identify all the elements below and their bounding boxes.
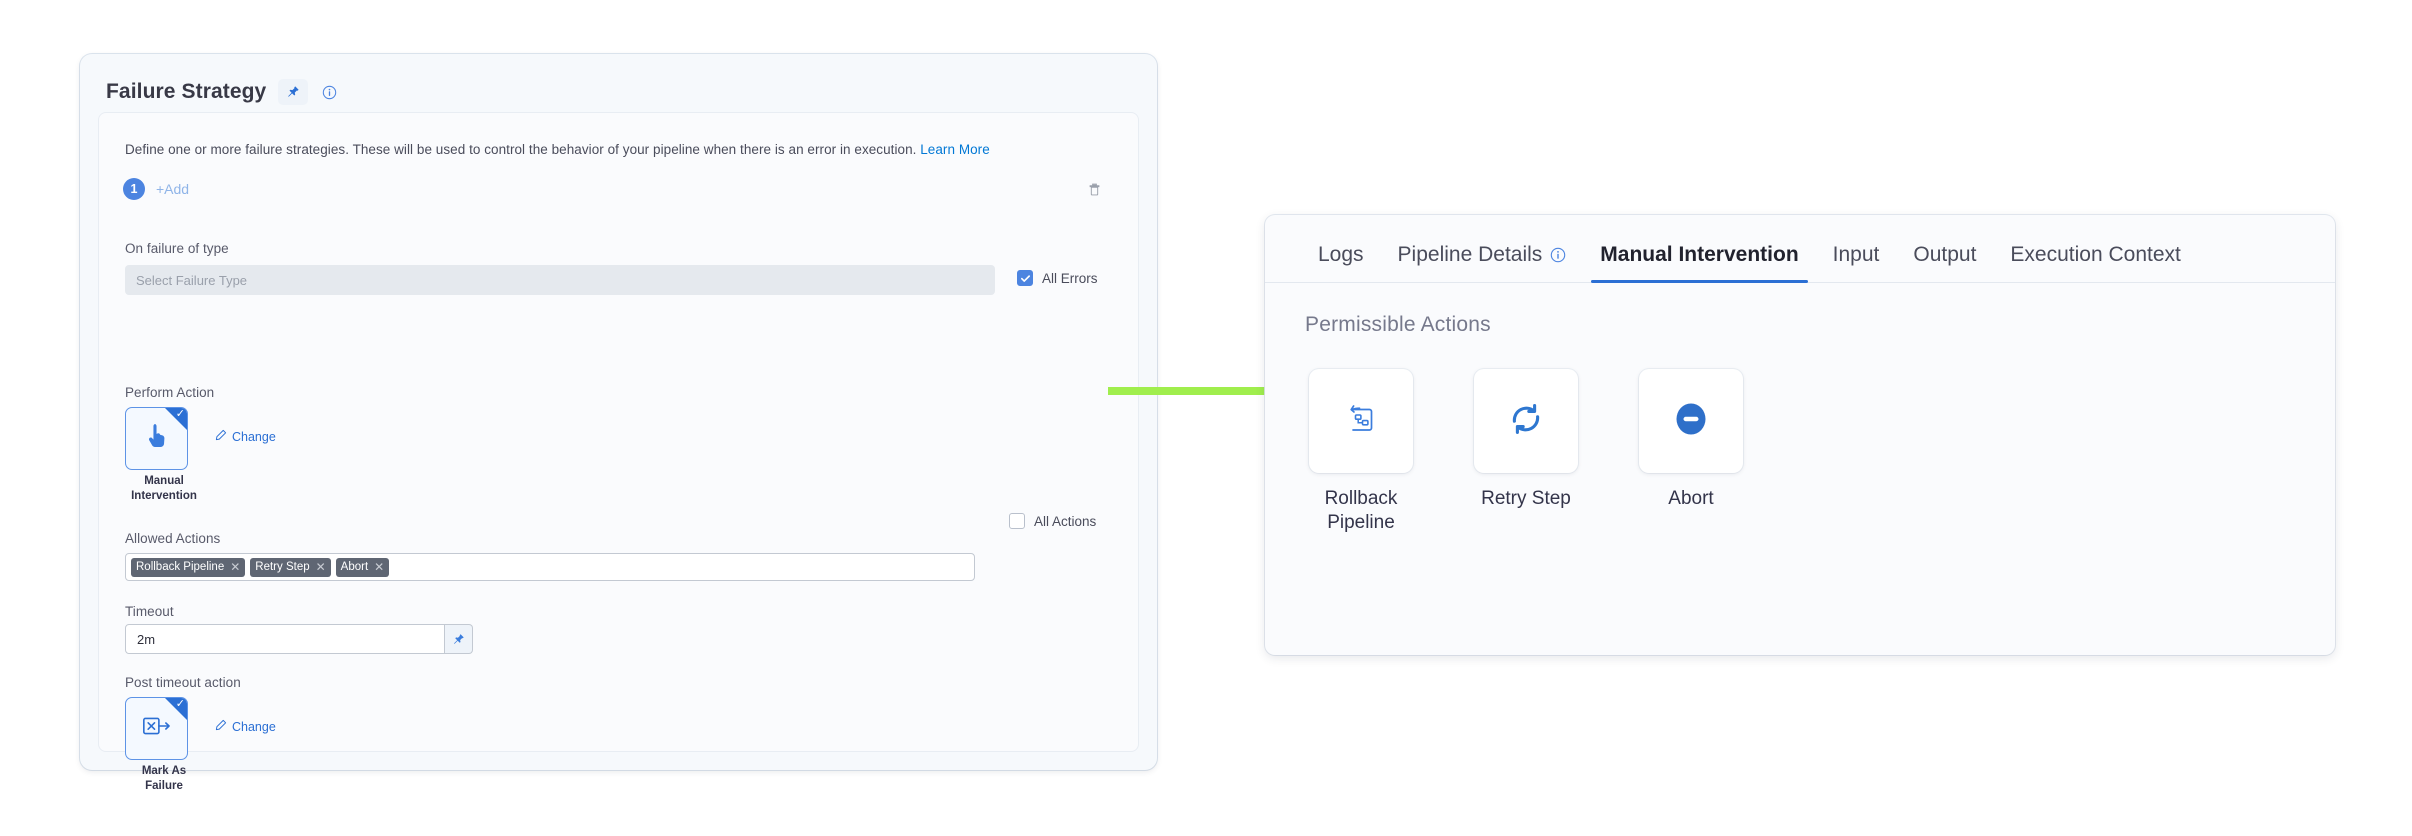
allowed-actions-label: Allowed Actions	[125, 531, 221, 546]
timeout-value: 2m	[137, 631, 156, 647]
close-icon[interactable]: ✕	[315, 560, 326, 574]
tab-label: Output	[1913, 243, 1977, 266]
manual-intervention-card[interactable]: ✓	[125, 407, 188, 470]
timeout-label: Timeout	[125, 604, 174, 619]
tab-label: Logs	[1318, 243, 1364, 266]
mark-as-failure-caption: Mark As Failure	[141, 765, 187, 793]
tab-label: Manual Intervention	[1600, 243, 1799, 266]
tab-pipeline-details[interactable]: Pipeline Details	[1381, 243, 1584, 282]
tab-label: Pipeline Details	[1397, 243, 1543, 266]
all-errors-label: All Errors	[1042, 270, 1098, 286]
failure-strategy-card: Failure Strategy Define one or more fail…	[80, 54, 1157, 792]
info-icon[interactable]	[1550, 247, 1566, 263]
strategy-index-badge[interactable]: 1	[123, 178, 145, 200]
selected-corner	[165, 698, 187, 720]
permissible-action-retry-step: Retry Step	[1474, 369, 1578, 536]
timeout-field-group: 2m	[125, 624, 473, 654]
tab-label: Input	[1832, 243, 1880, 266]
allowed-actions-input[interactable]: Rollback Pipeline ✕ Retry Step ✕ Abort ✕	[125, 553, 975, 581]
strategy-add-row: 1 +Add	[123, 178, 189, 200]
tab-manual-intervention[interactable]: Manual Intervention	[1583, 243, 1815, 283]
manual-intervention-pane: Permissible Actions	[1265, 283, 2335, 536]
pin-icon[interactable]	[445, 624, 473, 654]
abort-button[interactable]	[1639, 369, 1743, 473]
pencil-icon	[215, 719, 227, 734]
trash-icon[interactable]	[1084, 179, 1104, 199]
tab-execution-context[interactable]: Execution Context	[1993, 243, 2197, 282]
page-title: Failure Strategy	[106, 80, 267, 103]
failure-strategy-body: Define one or more failure strategies. T…	[98, 112, 1139, 792]
timeout-input[interactable]: 2m	[125, 624, 445, 654]
all-actions-checkbox-row[interactable]: All Actions	[1009, 513, 1096, 529]
description-sentence: Define one or more failure strategies. T…	[125, 142, 917, 157]
tab-label: Execution Context	[2010, 243, 2181, 266]
chip-abort[interactable]: Abort ✕	[335, 557, 390, 577]
mark-as-failure-icon	[141, 713, 173, 744]
rollback-pipeline-icon	[1344, 402, 1378, 441]
perform-action-label: Perform Action	[125, 385, 215, 400]
retry-step-icon	[1506, 399, 1546, 444]
close-icon[interactable]: ✕	[230, 560, 241, 574]
all-actions-checkbox[interactable]	[1009, 513, 1025, 529]
all-errors-checkbox-row[interactable]: All Errors	[1017, 270, 1098, 286]
rollback-pipeline-label: Rollback Pipeline	[1324, 488, 1398, 534]
pointing-hand-icon	[143, 421, 171, 456]
retry-step-label: Retry Step	[1481, 488, 1571, 509]
pencil-icon	[215, 429, 227, 444]
details-tab-bar: Logs Pipeline Details Manual Interventio…	[1265, 215, 2335, 283]
all-actions-label: All Actions	[1034, 513, 1097, 529]
on-failure-label: On failure of type	[125, 241, 229, 256]
change-perform-action-button[interactable]: Change	[215, 429, 276, 444]
chip-retry-step[interactable]: Retry Step ✕	[250, 557, 331, 577]
failure-type-select[interactable]: Select Failure Type	[125, 265, 995, 295]
tab-output[interactable]: Output	[1896, 243, 1993, 282]
abort-icon	[1671, 399, 1711, 444]
permissible-action-abort: Abort	[1639, 369, 1743, 536]
right-arrow-annotation	[1108, 378, 1338, 404]
failure-type-placeholder: Select Failure Type	[136, 272, 248, 288]
step-details-panel: Logs Pipeline Details Manual Interventio…	[1265, 215, 2335, 655]
mark-as-failure-card[interactable]: ✓	[125, 697, 188, 760]
post-timeout-action-group: ✓ Mark As Failure	[125, 697, 276, 792]
chip-label: Abort	[340, 561, 369, 573]
tab-logs[interactable]: Logs	[1301, 243, 1381, 282]
perform-action-group: ✓ Manual Intervention Change	[125, 407, 276, 502]
pin-icon[interactable]	[278, 79, 309, 105]
learn-more-link[interactable]: Learn More	[920, 142, 990, 157]
selected-corner	[165, 408, 187, 430]
post-timeout-label: Post timeout action	[125, 675, 241, 690]
change-label: Change	[232, 719, 276, 734]
chip-rollback-pipeline[interactable]: Rollback Pipeline ✕	[131, 557, 246, 577]
manual-intervention-caption: Manual Intervention	[131, 475, 197, 503]
close-icon[interactable]: ✕	[374, 560, 385, 574]
info-icon[interactable]	[320, 83, 338, 101]
permissible-action-rollback-pipeline: Rollback Pipeline	[1309, 369, 1413, 536]
retry-step-button[interactable]	[1474, 369, 1578, 473]
chip-label: Rollback Pipeline	[136, 561, 225, 573]
change-label: Change	[232, 429, 276, 444]
add-strategy-button[interactable]: +Add	[156, 181, 190, 197]
failure-strategy-header: Failure Strategy	[80, 54, 1157, 112]
chip-label: Retry Step	[255, 561, 310, 573]
description-text: Define one or more failure strategies. T…	[125, 142, 990, 157]
check-icon: ✓	[175, 408, 185, 420]
check-icon: ✓	[175, 698, 185, 710]
tab-input[interactable]: Input	[1816, 243, 1897, 282]
permissible-actions-grid: Rollback Pipeline Retry S	[1305, 369, 2295, 536]
rollback-pipeline-button[interactable]	[1309, 369, 1413, 473]
all-errors-checkbox[interactable]	[1017, 270, 1033, 286]
permissible-actions-heading: Permissible Actions	[1305, 313, 1491, 336]
abort-label: Abort	[1668, 488, 1714, 509]
change-post-timeout-action-button[interactable]: Change	[215, 719, 276, 734]
